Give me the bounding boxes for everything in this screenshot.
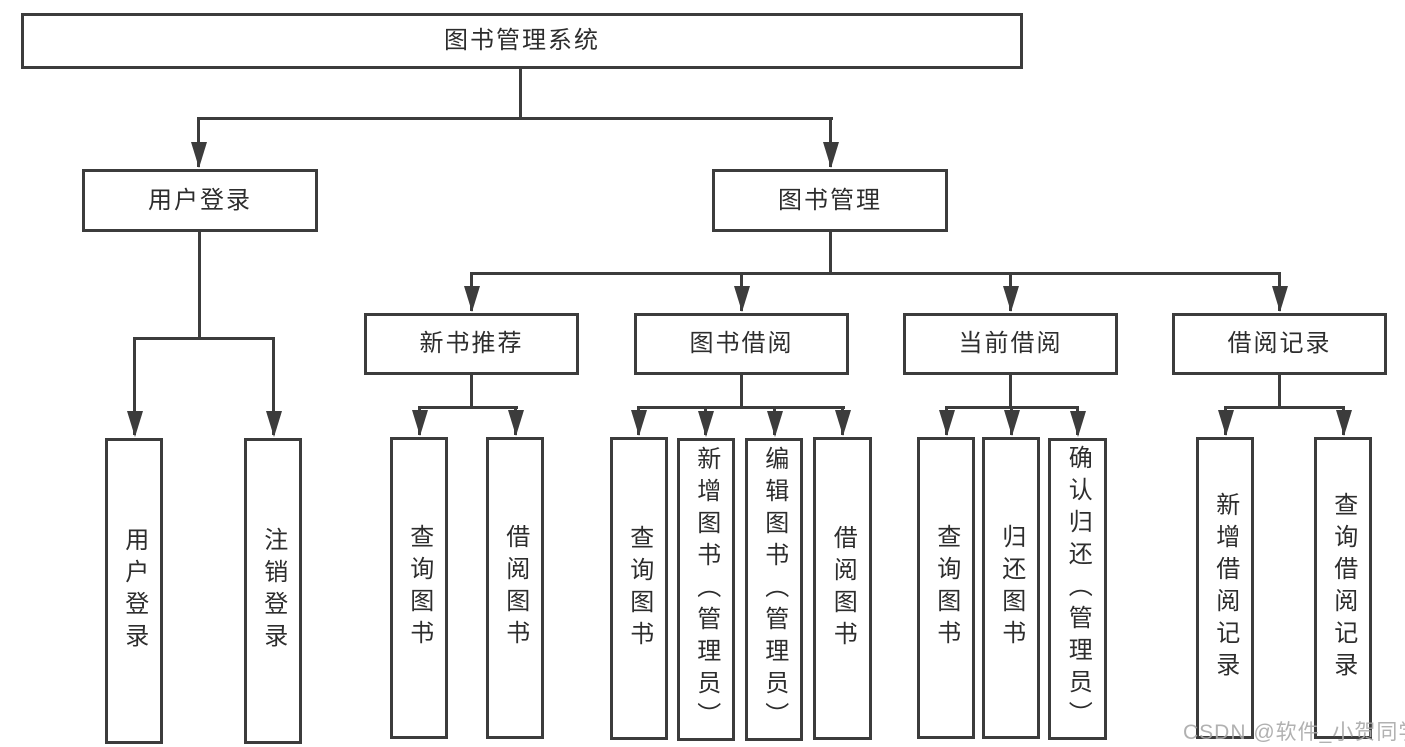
arrow-down-icon xyxy=(1218,410,1234,436)
arrow-down-icon xyxy=(1272,286,1288,312)
arrow-down-icon xyxy=(734,286,750,312)
arrow-down-icon xyxy=(191,142,207,168)
connector-line xyxy=(272,337,275,435)
leaf-logout: 注销登录 xyxy=(244,438,302,744)
connector-line xyxy=(1224,406,1345,409)
connector-line xyxy=(198,232,201,340)
arrow-down-icon xyxy=(939,410,955,436)
connector-line xyxy=(133,337,136,435)
arrow-down-icon xyxy=(412,410,428,436)
arrow-down-icon xyxy=(823,142,839,168)
connector-line xyxy=(740,375,743,409)
connector-line xyxy=(829,232,832,275)
arrow-down-icon xyxy=(1070,411,1086,437)
arrow-down-icon xyxy=(698,411,714,437)
leaf-user-login: 用户登录 xyxy=(105,438,163,744)
csdn-watermark: CSDN @软件_小贺同学 xyxy=(1183,721,1405,744)
connector-line xyxy=(197,117,833,120)
leaf-add-borrow-record: 新增借阅记录 xyxy=(1196,437,1254,739)
leaf-query-books-current: 查询图书 xyxy=(917,437,975,739)
connector-line xyxy=(519,69,522,120)
connector-line xyxy=(133,337,275,340)
leaf-query-books-borrowing: 查询图书 xyxy=(610,437,668,740)
leaf-add-books-admin: 新增图书（管理员） xyxy=(677,438,735,741)
node-new-book-recommend: 新书推荐 xyxy=(364,313,579,375)
leaf-borrow-books-recommend: 借阅图书 xyxy=(486,437,544,739)
arrow-down-icon xyxy=(266,411,282,437)
arrow-down-icon xyxy=(1336,410,1352,436)
connector-line xyxy=(470,272,1281,275)
node-book-borrowing: 图书借阅 xyxy=(634,313,849,375)
arrow-down-icon xyxy=(835,410,851,436)
arrow-down-icon xyxy=(464,286,480,312)
node-root-library-system: 图书管理系统 xyxy=(21,13,1023,69)
arrow-down-icon xyxy=(1004,410,1020,436)
arrow-down-icon xyxy=(631,410,647,436)
node-user-login: 用户登录 xyxy=(82,169,318,232)
connector-line xyxy=(1278,375,1281,409)
leaf-edit-books-admin: 编辑图书（管理员） xyxy=(745,438,803,741)
node-borrowing-records: 借阅记录 xyxy=(1172,313,1387,375)
arrow-down-icon xyxy=(127,411,143,437)
leaf-borrow-books-borrowing: 借阅图书 xyxy=(813,437,872,740)
leaf-confirm-return-admin: 确认归还（管理员） xyxy=(1048,438,1107,740)
arrow-down-icon xyxy=(508,410,524,436)
arrow-down-icon xyxy=(1003,286,1019,312)
connector-line xyxy=(637,406,845,409)
connector-line xyxy=(470,375,473,409)
node-book-management: 图书管理 xyxy=(712,169,948,232)
leaf-return-books: 归还图书 xyxy=(982,437,1040,739)
connector-line xyxy=(1009,375,1012,409)
arrow-down-icon xyxy=(767,411,783,437)
leaf-query-books-recommend: 查询图书 xyxy=(390,437,448,739)
leaf-query-borrow-record: 查询借阅记录 xyxy=(1314,437,1372,739)
node-current-borrowing: 当前借阅 xyxy=(903,313,1118,375)
connector-line xyxy=(418,406,518,409)
